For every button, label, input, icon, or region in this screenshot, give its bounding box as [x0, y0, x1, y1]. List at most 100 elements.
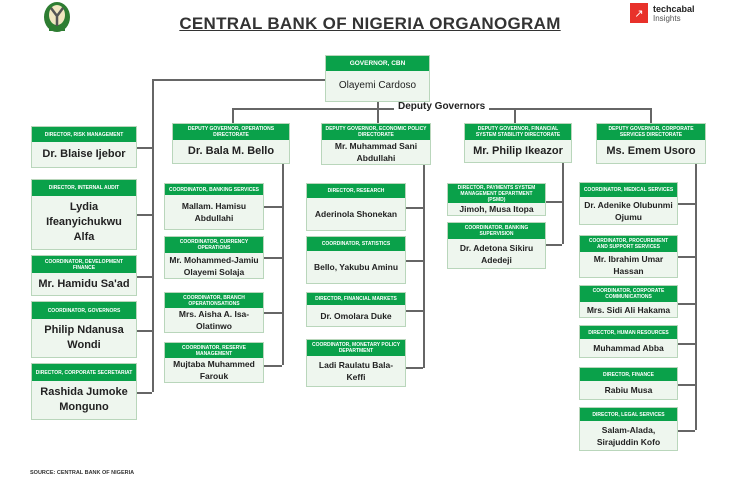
connector-line: [137, 276, 152, 278]
person-name: Bello, Yakubu Aminu: [313, 262, 399, 272]
person-name: Mrs. Sidi Ali Hakama: [586, 304, 671, 315]
person-name: Muhammad Abba: [593, 343, 664, 353]
org-box-banking: Coordinator, Banking ServicesMallam. Ham…: [164, 183, 264, 230]
brand-name: techcabal: [653, 3, 695, 14]
connector-line: [232, 108, 234, 123]
connector-line: [546, 201, 562, 203]
org-box-stats: Coordinator, StatisticsBello, Yakubu Ami…: [306, 236, 406, 284]
role-title: Coordinator, Banking Services: [165, 184, 263, 195]
connector-line: [546, 244, 562, 246]
role-title: Coordinator, Corporate Communications: [580, 286, 677, 302]
person-name: Jimoh, Musa Itopa: [459, 204, 534, 214]
person-name: Mr. Ibrahim Umar Hassan: [593, 253, 664, 276]
connector-line: [264, 365, 282, 367]
org-box-reserve: Coordinator, Reserve ManagementMujtaba M…: [164, 342, 264, 383]
org-box-medical: Coordinator, Medical ServicesDr. Adenike…: [579, 182, 678, 225]
role-title: Coordinator, Procurement and Support Ser…: [580, 236, 677, 252]
person-name: Rabiu Musa: [604, 385, 653, 395]
role-title: Deputy Governor, Corporate Services Dire…: [597, 124, 705, 140]
connector-line: [406, 260, 423, 262]
org-box-corpsec: Director, Corporate SecretariatRashida J…: [31, 363, 137, 420]
org-box-psmd: Director, Payments System Management Dep…: [447, 183, 546, 216]
chart-arrow-icon: ↗: [630, 3, 648, 23]
connector-line: [406, 310, 423, 312]
connector-line: [678, 343, 695, 345]
role-title: Director, Corporate Secretariat: [32, 364, 136, 381]
person-name: Mr. Mohammed-Jamiu Olayemi Solaja: [169, 254, 259, 277]
person-name: Dr. Bala M. Bello: [187, 145, 275, 157]
org-box-banksup: Coordinator, Banking SupervisionDr. Adet…: [447, 222, 546, 269]
person-name: Salam-Alada, Sirajuddin Kofo: [596, 424, 661, 447]
org-box-govs: Coordinator, GovernorsPhilip Ndanusa Won…: [31, 301, 137, 358]
org-box-governor: GOVERNOR, CBN Olayemi Cardoso: [325, 55, 430, 102]
connector-line: [650, 108, 652, 123]
org-box-finmkt: Director, Financial MarketsDr. Omolara D…: [306, 292, 406, 327]
role-title: Deputy Governor, Operations Directorate: [173, 124, 289, 140]
deputy-governors-label: Deputy Governors: [394, 101, 490, 112]
person-name: Mr. Philip Ikeazor: [473, 144, 563, 157]
org-box-procure: Coordinator, Procurement and Support Ser…: [579, 235, 678, 278]
org-box-corpcomm: Coordinator, Corporate CommunicationsMrs…: [579, 285, 678, 318]
connector-line: [678, 384, 695, 386]
role-title: Coordinator, Development Finance: [32, 256, 136, 273]
connector-line: [377, 102, 379, 123]
connector-line: [264, 312, 282, 314]
role-title: Director, Payments System Management Dep…: [448, 184, 545, 203]
role-title: Coordinator, Medical Services: [580, 183, 677, 197]
org-box-devfin: Coordinator, Development FinanceMr. Hami…: [31, 255, 137, 296]
org-box-monetary: Coordinator, Monetary Policy DepartmentL…: [306, 339, 406, 387]
org-box-dg_ops: Deputy Governor, Operations DirectorateD…: [172, 123, 290, 164]
person-name: Philip Ndanusa Wondi: [44, 324, 124, 351]
person-name: Olayemi Cardoso: [338, 80, 417, 91]
org-box-risk: Director, Risk ManagementDr. Blaise Ijeb…: [31, 126, 137, 168]
org-box-finance: Director, FinanceRabiu Musa: [579, 367, 678, 400]
person-name: Dr. Blaise Ijebor: [42, 148, 126, 160]
role-title: Director, Financial Markets: [307, 293, 405, 305]
org-box-dg_econ: Deputy Governor, Economic Policy Directo…: [321, 123, 431, 165]
connector-line: [678, 203, 695, 205]
role-title: Coordinator, Banking Supervision: [448, 223, 545, 239]
org-box-legal: Director, Legal ServicesSalam-Alada, Sir…: [579, 407, 678, 451]
role-title: Director, Human Resources: [580, 326, 677, 339]
brand-sub: Insights: [653, 13, 681, 23]
person-name: Dr. Adetona Sikiru Adedeji: [459, 242, 534, 265]
person-name: Ms. Emem Usoro: [606, 145, 696, 157]
org-box-dg_corp: Deputy Governor, Corporate Services Dire…: [596, 123, 706, 164]
person-name: Mrs. Aisha A. Isa-Olatinwo: [178, 309, 250, 331]
connector-line: [678, 303, 695, 305]
role-title: Coordinator, Governors: [32, 302, 136, 319]
role-title: Coordinator, Reserve Management: [165, 343, 263, 358]
connector-line: [152, 79, 154, 392]
org-box-research: Director, ResearchAderinola Shonekan: [306, 183, 406, 231]
org-box-audit: Director, Internal AuditLydia Ifeanyichu…: [31, 179, 137, 250]
cbn-logo: [40, 0, 74, 33]
org-box-dg_fss: Deputy Governor, Financial System Stabil…: [464, 123, 572, 163]
connector-line: [695, 164, 697, 430]
person-name: Aderinola Shonekan: [314, 209, 398, 219]
person-name: Mr. Muhammad Sani Abdullahi: [334, 141, 418, 163]
role-title: GOVERNOR, CBN: [326, 56, 429, 71]
source-note: SOURCE: CENTRAL BANK OF NIGERIA: [30, 470, 135, 476]
org-box-currency: Coordinator, Currency OperationsMr. Moha…: [164, 236, 264, 279]
connector-line: [282, 164, 284, 365]
connector-line: [562, 163, 564, 244]
role-title: Coordinator, Branch Operationsations: [165, 293, 263, 308]
person-name: Mujtaba Muhammed Farouk: [173, 359, 255, 381]
person-name: Lydia Ifeanyichukwu Alfa: [46, 201, 122, 243]
connector-line: [678, 430, 695, 432]
role-title: Coordinator, Currency Operations: [165, 237, 263, 253]
connector-line: [137, 147, 152, 149]
connector-line: [264, 257, 282, 259]
role-title: Director, Research: [307, 184, 405, 198]
person-name: Mr. Hamidu Sa'ad: [38, 277, 130, 290]
person-name: Dr. Adenike Olubunmi Ojumu: [584, 199, 673, 222]
connector-line: [406, 207, 423, 209]
role-title: Coordinator, Monetary Policy Department: [307, 340, 405, 356]
connector-line: [423, 165, 425, 368]
connector-line: [406, 367, 423, 369]
role-title: Deputy Governor, Financial System Stabil…: [465, 124, 571, 140]
connector-line: [264, 206, 282, 208]
role-title: Director, Legal Services: [580, 408, 677, 421]
